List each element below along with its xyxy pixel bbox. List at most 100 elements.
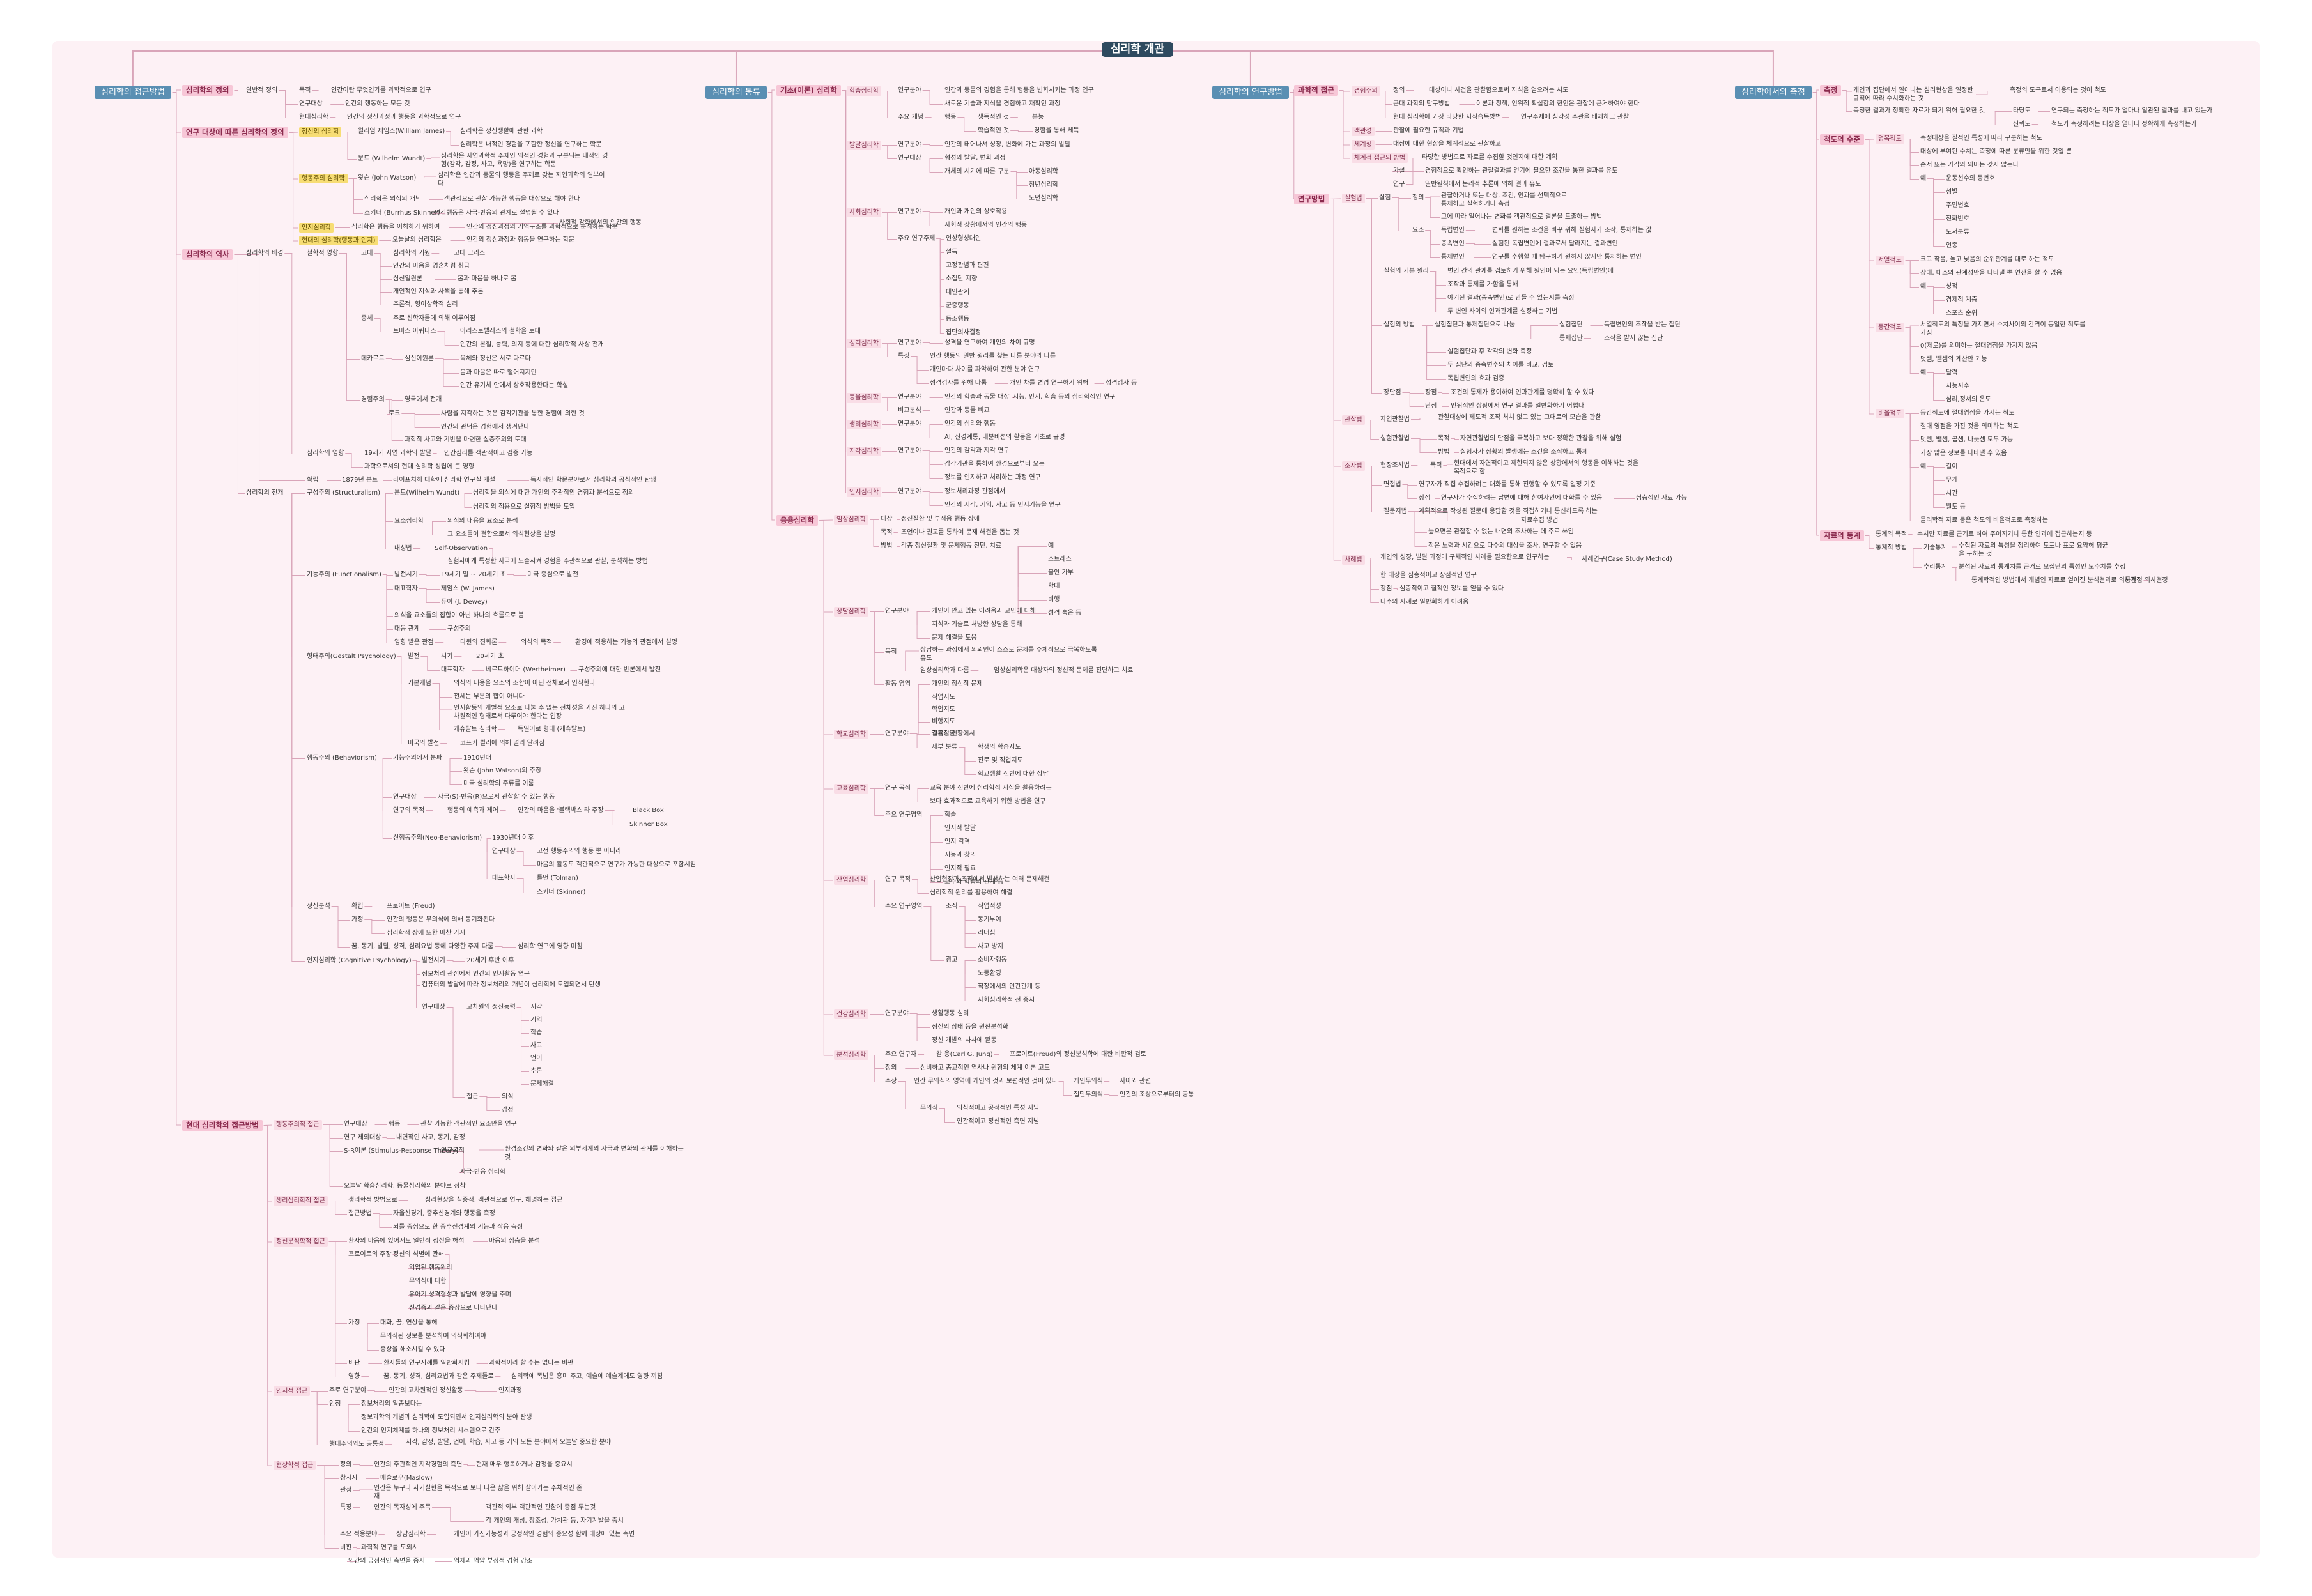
- node-e3[interactable]: 측정한 결과가 정확한 자료가 되기 위해 필요한 것: [1853, 107, 1985, 114]
- node-m4c[interactable]: 인지과정: [498, 1387, 522, 1394]
- node-b4f[interactable]: 성격검사를 위해 다룸: [930, 380, 987, 387]
- node-r2b[interactable]: 관찰대상에 제도적 조작 처치 없고 있는 그대로의 모습을 관찰: [1438, 414, 1601, 421]
- node-p1a[interactable]: 분트(Wilhelm Wundt): [394, 489, 460, 496]
- node-nl1[interactable]: 성별: [1946, 188, 1958, 196]
- node-h8[interactable]: 확립: [307, 477, 319, 484]
- node-b2[interactable]: 발달심리학: [847, 141, 881, 150]
- node-p3k[interactable]: 게슈탈트 심리학: [454, 726, 497, 733]
- node-p3g[interactable]: 기본개념: [408, 680, 431, 687]
- node-n2c[interactable]: 예: [1920, 283, 1927, 290]
- node-o3a[interactable]: 심리학은 행동을 이해하기 위하여: [351, 224, 440, 231]
- node-b5b[interactable]: 인간의 학습과 동물 대상: [944, 394, 1010, 401]
- node-h3a[interactable]: 심리학의 기원: [393, 250, 431, 257]
- node-n4f[interactable]: 물리학적 자료 등은 척도의 비율척도로 측정하는: [1920, 517, 2048, 524]
- node-m2d[interactable]: 자율신경계, 중추신경계와 행동을 측정: [393, 1210, 495, 1217]
- node-t2a[interactable]: 기술통계: [1923, 544, 1947, 551]
- node-r1w[interactable]: 실험집단과 후 각각의 변화 측정: [1447, 348, 1532, 355]
- node-d1[interactable]: 일반적 정의: [246, 87, 278, 94]
- node-m4b[interactable]: 인간의 고차원적인 정신활동: [389, 1387, 463, 1394]
- node-t2c[interactable]: 추리통계: [1923, 564, 1947, 571]
- node-p4[interactable]: 행동주의 (Behaviorism): [307, 755, 377, 762]
- node-cl2[interactable]: 학습: [530, 1029, 543, 1036]
- node-t2e[interactable]: 통계학적인 방법에서 개념인 자료로 얻어진 분석결과로 의사결정: [1971, 577, 2143, 584]
- node-m5r[interactable]: 억제과 억압 부정적 경험 강조: [454, 1558, 533, 1565]
- node-b4a[interactable]: 연구분야: [898, 339, 921, 346]
- node-h6e[interactable]: 과학적 사고와 기반을 마련한 실증주의의 토대: [405, 436, 527, 443]
- node-h3c[interactable]: 인간의 마음을 영혼처럼 취급: [393, 263, 470, 270]
- node-e3a[interactable]: 타당도: [2013, 107, 2031, 114]
- node-m3b[interactable]: 마음의 심층을 분석: [489, 1238, 540, 1245]
- node-t2[interactable]: 통계적 방법: [1876, 544, 1907, 551]
- node-edl5[interactable]: 교수와 학습의 관계 등: [944, 879, 1004, 886]
- node-m2b[interactable]: 심리현상을 실증적, 객관적으로 연구, 해명하는 접근: [425, 1197, 563, 1204]
- node-b5[interactable]: 동물심리학: [847, 393, 881, 403]
- node-a7n[interactable]: 인간적이고 정신적인 측면 지님: [957, 1118, 1040, 1125]
- node-p2i[interactable]: 구성주의: [447, 625, 471, 633]
- node-cli1[interactable]: 스트레스: [1048, 556, 1072, 563]
- node-b1c[interactable]: 새로운 기술과 지식을 경험하고 재확인 과정: [944, 100, 1061, 107]
- node-n4c[interactable]: 덧셈, 뺄셈, 곱셈, 나눗셈 모두 가능: [1920, 436, 2014, 443]
- node-rl2[interactable]: 시간: [1946, 490, 1958, 497]
- node-c3[interactable]: 체계성: [1352, 140, 1375, 150]
- node-b1h[interactable]: 학습적인 것: [978, 127, 1010, 134]
- node-p5a[interactable]: 확립: [351, 903, 364, 910]
- node-m5h[interactable]: 특징: [340, 1504, 352, 1511]
- node-c2[interactable]: 객관성: [1352, 127, 1375, 136]
- node-r1c[interactable]: 관찰하거나 또는 대상, 조건, 인과를 선택적으로 통제하고 실험하거나 측정: [1441, 192, 1568, 208]
- node-c1c[interactable]: 근대 과학의 탐구방법: [1393, 100, 1451, 107]
- node-b7[interactable]: 지각심리학: [847, 447, 881, 456]
- node-m4[interactable]: 인지적 접근: [274, 1386, 311, 1396]
- node-a7k[interactable]: 인간의 조상으로부터의 공통: [1120, 1091, 1194, 1098]
- node-in20[interactable]: 동기부여: [978, 916, 1001, 923]
- node-a6c[interactable]: 정신의 상태 등을 원천분석화: [932, 1024, 1008, 1031]
- node-a2b[interactable]: 개인이 안고 있는 어려움과 고민에 대해: [932, 608, 1037, 615]
- node-p2f[interactable]: 듀이 (J. Dewey): [441, 599, 488, 606]
- node-t1a[interactable]: 수치만 자료를 근거로 하여 주어지거나 통한 인과에 접근하는지 등: [1917, 531, 2092, 538]
- node-r3c[interactable]: 현대에서 자연적이고 제한되지 않은 상황에서의 행동을 이해하는 것을 목적으…: [1454, 460, 1639, 475]
- node-m4d[interactable]: 인정: [329, 1400, 341, 1408]
- node-a5f[interactable]: 직업적성: [978, 903, 1001, 910]
- node-a1b[interactable]: 정신질환 및 부적응 행동 장애: [901, 516, 980, 523]
- node-sch0[interactable]: 학생의 학습지도: [978, 744, 1021, 751]
- node-m4f[interactable]: 정보과학의 개념과 심리학에 도입되면서 인지심리학의 분야 탄생: [361, 1414, 532, 1421]
- node-n[interactable]: 척도의 수준: [1820, 134, 1864, 145]
- node-m3e[interactable]: 가정: [348, 1319, 360, 1326]
- node-b6b[interactable]: 인간의 심리와 행동: [944, 420, 996, 427]
- node-n4[interactable]: 비율척도: [1876, 409, 1904, 418]
- node-h4[interactable]: 중세: [361, 315, 373, 322]
- node-a5b[interactable]: 산업현장과 조직에서 발생하는 여러 문제해결: [930, 876, 1050, 883]
- node-r1l[interactable]: 실험의 기본 원리: [1383, 268, 1429, 275]
- node-e[interactable]: 측정: [1820, 85, 1842, 96]
- node-p6b[interactable]: 20세기 후반 이후: [466, 957, 514, 964]
- node-m5f[interactable]: 관점: [340, 1487, 352, 1494]
- node-a2h[interactable]: 임상심리학은 대상자의 정신적 문제를 진단하고 치료: [994, 667, 1134, 674]
- node-m1b[interactable]: 행동: [389, 1121, 401, 1128]
- node-il0[interactable]: 달력: [1946, 369, 1958, 376]
- node-r1[interactable]: 실험법: [1342, 194, 1365, 203]
- node-c1e[interactable]: 현대 심리학에 가장 타당한 지식습득방법: [1393, 114, 1502, 121]
- node-o2c[interactable]: 심리학은 의식의 개념: [364, 196, 422, 203]
- node-o2g[interactable]: 사회적 강화에서의 인간의 행동: [559, 219, 642, 226]
- node-r[interactable]: 연구방법: [1294, 194, 1329, 204]
- node-m5[interactable]: 현상학적 접근: [274, 1461, 316, 1470]
- node-t1[interactable]: 통계의 목적: [1876, 531, 1907, 538]
- node-o1[interactable]: 정신의 심리학: [299, 127, 342, 137]
- node-ol2[interactable]: 스포츠 순위: [1946, 310, 1978, 317]
- node-in41[interactable]: 직장에서의 인간관계 등: [978, 983, 1041, 990]
- node-r1v[interactable]: 조작을 받지 않는 집단: [1604, 335, 1663, 342]
- node-d2b[interactable]: 인간의 행동하는 모든 것: [345, 100, 410, 107]
- node-cl5[interactable]: 추론: [530, 1068, 543, 1075]
- node-p2k[interactable]: 다윈의 진화론: [460, 639, 498, 646]
- node-n3a[interactable]: 서열척도의 특징을 가지면서 수치사이의 간격이 동일한 척도를 가짐: [1920, 321, 2086, 337]
- node-m1e[interactable]: 내면적인 사고, 동기, 감정: [396, 1134, 465, 1141]
- node-p4f[interactable]: 자극(S)-반응(R)으로서 관찰할 수 있는 행동: [438, 794, 555, 801]
- node-m5k[interactable]: 각 개인의 개성, 창조성, 가치관 등, 자기계발을 중시: [486, 1517, 624, 1524]
- node-c1b[interactable]: 대상이나 사건을 관찰함으로써 지식을 얻으려는 시도: [1429, 87, 1569, 94]
- node-a4d[interactable]: 주요 연구영역: [885, 811, 923, 818]
- node-o1a[interactable]: 윌리엄 제임스(William James): [358, 128, 445, 135]
- node-h1[interactable]: 심리학의 배경: [246, 250, 284, 257]
- node-b2e[interactable]: 개체의 시기에 따른 구분: [944, 168, 1010, 175]
- node-r1k[interactable]: 연구를 수행할 때 탐구하기 원하지 않지만 통제하는 변인: [1492, 254, 1642, 261]
- node-p3h[interactable]: 의식의 내용을 요소의 조합이 아닌 전체로서 인식한다: [454, 680, 596, 687]
- node-p4p[interactable]: 마음의 활동도 객관적으로 연구가 가능한 대상으로 포함시킴: [537, 861, 697, 868]
